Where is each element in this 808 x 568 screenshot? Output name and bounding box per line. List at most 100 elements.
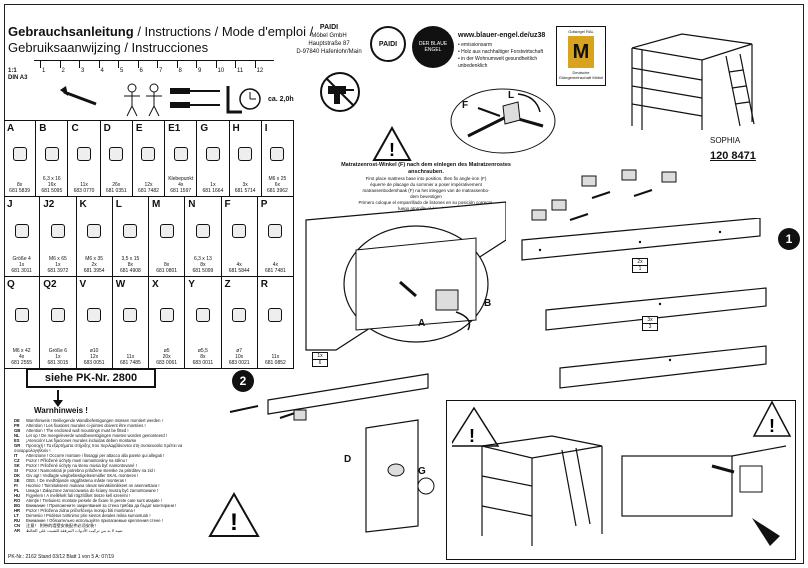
part-qty: 20x bbox=[162, 354, 171, 360]
part-icon bbox=[87, 223, 102, 238]
language-code: SE bbox=[14, 478, 20, 483]
svg-text:!: ! bbox=[389, 140, 395, 160]
part-letter: M bbox=[152, 199, 161, 210]
svg-text:!: ! bbox=[230, 509, 238, 536]
part-qty: 2x bbox=[91, 262, 97, 268]
part-qty: 1x bbox=[55, 354, 61, 360]
part-icon bbox=[232, 307, 247, 322]
language-code: GR bbox=[14, 443, 21, 448]
part-icon bbox=[173, 146, 188, 161]
part-icon bbox=[123, 307, 138, 322]
warning-line: SE OBS. ! De medföljande väggfästena måst… bbox=[14, 478, 204, 483]
part-icon bbox=[270, 146, 285, 161]
language-code: CN bbox=[14, 523, 21, 528]
ruler-label: 11 bbox=[237, 68, 244, 74]
ruler-tick bbox=[157, 61, 158, 68]
part-letter: I bbox=[264, 123, 268, 134]
part-code: 681 5099 bbox=[192, 268, 214, 274]
label-L: L bbox=[508, 90, 515, 101]
language-code: SI bbox=[14, 468, 18, 473]
part-icon bbox=[159, 307, 174, 322]
part-qty: 11x bbox=[271, 354, 280, 360]
assembly-time: ca. 2,0h bbox=[268, 96, 294, 103]
part-size: ø5 bbox=[163, 348, 170, 354]
part-qty: 6x bbox=[274, 182, 281, 188]
bed-rails-step1 bbox=[521, 218, 767, 389]
warning-title: Warnhinweis ! bbox=[34, 406, 88, 415]
language-code: AR bbox=[14, 528, 21, 533]
scale-note: 1:1 DIN A3 bbox=[8, 68, 28, 81]
part-letter: D bbox=[103, 123, 111, 134]
part-code: 681 5844 bbox=[228, 268, 250, 274]
part-size: 6,3 x 13 bbox=[193, 256, 212, 262]
warning-text: Warnhinweis ! Beiliegende Wandbefestigun… bbox=[26, 418, 163, 423]
warning-triangle-icon: ! bbox=[208, 492, 260, 537]
language-code: NL bbox=[14, 433, 20, 438]
blue-angel-url: www.blauer-engel.de/uz38 bbox=[458, 32, 546, 39]
label-D: D bbox=[344, 454, 352, 465]
ruler-label: 8 bbox=[178, 68, 182, 74]
part-icon bbox=[268, 223, 283, 238]
warning-text: OBS. ! De medföljande väggfästena måste … bbox=[26, 478, 127, 483]
language-code: LT bbox=[14, 513, 19, 518]
ruler-label: 2 bbox=[61, 68, 65, 74]
part-code: 681 1664 bbox=[202, 188, 224, 194]
warning-text: Figyelem ! A mellékelt fali rögzítőket ö… bbox=[26, 493, 131, 498]
part-qty: 11x bbox=[126, 354, 135, 360]
part-code: 681 3954 bbox=[83, 268, 105, 274]
ruler-label: 1 bbox=[42, 68, 46, 74]
language-code: SK bbox=[14, 463, 20, 468]
part-icon bbox=[77, 146, 92, 161]
angle-detail-circle bbox=[450, 88, 556, 154]
warning-text: Внимание ! Приложените закрепвания за ст… bbox=[26, 503, 177, 508]
ruler-tick bbox=[235, 61, 236, 68]
part-letter: Q2 bbox=[43, 279, 57, 290]
part-letter: X bbox=[152, 279, 159, 290]
ruler-label: 7 bbox=[159, 68, 163, 74]
part-icon bbox=[44, 146, 59, 161]
wall-mounting-panel bbox=[446, 400, 796, 560]
no-drill-icon bbox=[320, 72, 360, 112]
label-A: A bbox=[418, 318, 426, 329]
part-icon bbox=[12, 146, 27, 161]
part-letter: E1 bbox=[168, 123, 181, 134]
part-code: 681 0801 bbox=[156, 268, 178, 274]
part-code: 681 3011 bbox=[11, 268, 32, 274]
ruler-tick bbox=[176, 61, 178, 68]
part-letter: Y bbox=[188, 279, 195, 290]
part-size: ø5,5 bbox=[197, 348, 208, 354]
part-size: Größe 4 bbox=[12, 256, 31, 262]
part-code: 681 3972 bbox=[47, 268, 69, 274]
ruler-tick bbox=[137, 61, 139, 68]
two-persons-icon bbox=[124, 83, 162, 117]
part-letter: H bbox=[232, 123, 240, 134]
language-code: BG bbox=[14, 503, 21, 508]
part-letter: C bbox=[71, 123, 79, 134]
svg-text:!: ! bbox=[469, 426, 475, 446]
